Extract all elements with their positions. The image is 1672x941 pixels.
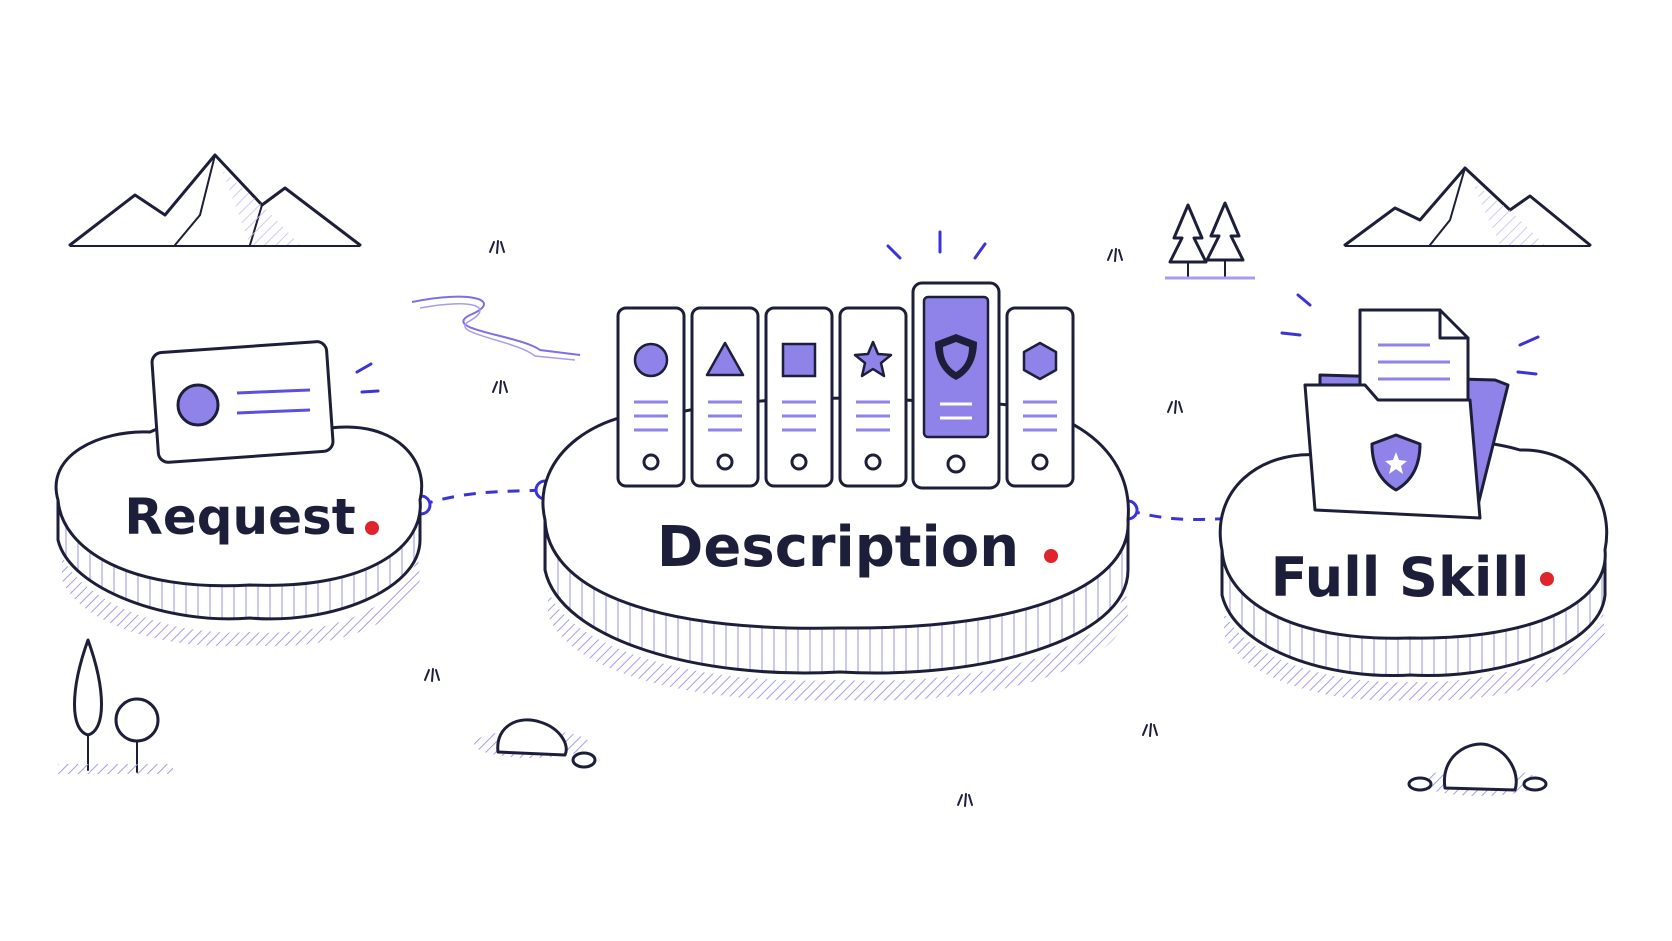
marker-dot <box>1044 549 1058 563</box>
binder-square <box>764 306 834 488</box>
node-full-skill-label: Full Skill <box>1271 546 1530 609</box>
connector-request-description <box>410 479 556 516</box>
marker-dot <box>365 521 379 535</box>
binder-hexagon <box>1005 306 1075 488</box>
folder-shield-icon <box>1280 293 1540 520</box>
node-full-skill: Full Skill <box>1218 293 1609 701</box>
binder-circle <box>616 306 686 488</box>
node-description-label: Description <box>657 515 1019 580</box>
pine-trees-icon <box>1165 201 1255 280</box>
node-request: Request <box>54 340 424 647</box>
trees-left-icon <box>58 638 173 774</box>
river-icon <box>411 295 581 361</box>
binder-star <box>838 306 908 488</box>
mountains-left-icon <box>68 153 362 247</box>
binders-icon <box>616 230 1075 490</box>
binder-shield-highlighted <box>886 230 1001 490</box>
grass-tufts-icon <box>424 240 1183 807</box>
rocks-center-icon <box>474 718 597 769</box>
mountains-right-icon <box>1343 166 1592 247</box>
node-description: Description <box>541 230 1130 701</box>
node-request-label: Request <box>124 488 355 546</box>
id-card-icon <box>150 340 380 464</box>
marker-dot <box>1540 572 1554 586</box>
rocks-right-icon <box>1407 742 1548 796</box>
binder-triangle <box>690 306 760 488</box>
